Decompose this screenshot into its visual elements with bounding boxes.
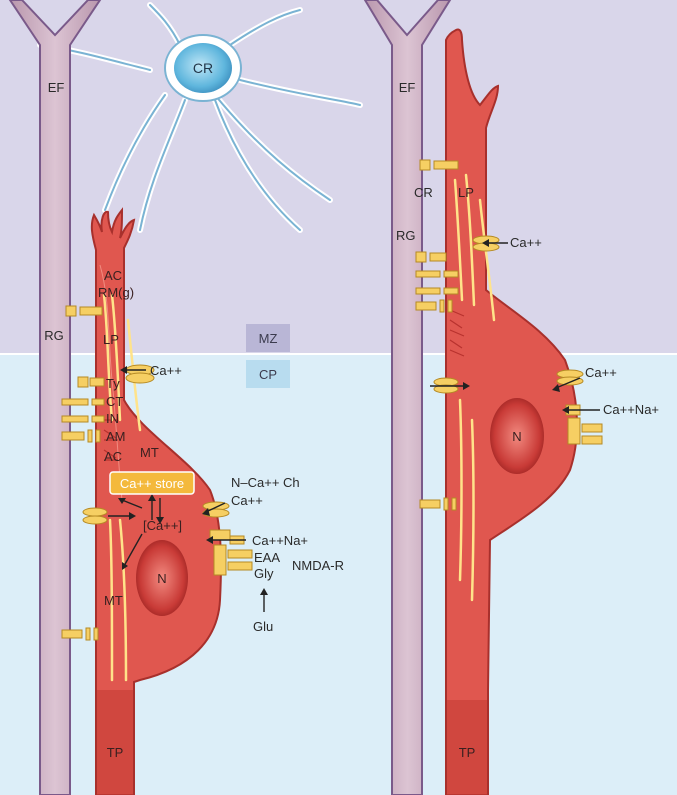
left-ca-na-label: Ca++Na+ — [252, 533, 308, 548]
cr-label: CR — [193, 60, 213, 76]
left-glu-label: Glu — [253, 619, 273, 634]
right-ca-na-label: Ca++Na+ — [603, 402, 659, 417]
right-nucleus-label: N — [512, 429, 521, 444]
right-ef-label: EF — [399, 80, 416, 95]
left-ac-top-label: AC — [104, 268, 122, 283]
right-rg-label: RG — [396, 228, 416, 243]
left-am-label: AM — [106, 429, 126, 444]
left-n-ca-ch-label: N–Ca++ Ch — [231, 475, 300, 490]
left-ca-internal-label: [Ca++] — [143, 518, 182, 533]
lower-tp-shade — [97, 690, 133, 795]
left-nucleus-label: N — [157, 571, 166, 586]
right-tp-label: TP — [459, 745, 476, 760]
left-rmg-label: RM(g) — [98, 285, 134, 300]
right-ca-body-label: Ca++ — [585, 365, 617, 380]
cp-label: CP — [259, 367, 277, 382]
left-in-label: IN — [106, 411, 119, 426]
left-nmda-r-label: NMDA-R — [292, 558, 344, 573]
left-mt-upper-label: MT — [140, 445, 159, 460]
left-ct-label: CT — [106, 394, 123, 409]
mz-label: MZ — [259, 331, 278, 346]
left-ca-channel-label: Ca++ — [231, 493, 263, 508]
left-ca-lp-label: Ca++ — [150, 363, 182, 378]
left-eaa-label: EAA — [254, 550, 280, 565]
left-ac-low-label: AC — [104, 449, 122, 464]
right-cr-label: CR — [414, 185, 433, 200]
left-lp-label: LP — [103, 332, 119, 347]
left-gly-label: Gly — [254, 566, 274, 581]
left-rg-label: RG — [44, 328, 64, 343]
ca-store-label: Ca++ store — [120, 476, 184, 491]
left-ty-label: Ty — [106, 376, 120, 391]
right-lp-label: LP — [458, 185, 474, 200]
right-ca-lp-label: Ca++ — [510, 235, 542, 250]
left-tp-label: TP — [107, 745, 124, 760]
left-mt-lower-label: MT — [104, 593, 123, 608]
left-ef-label: EF — [48, 80, 65, 95]
